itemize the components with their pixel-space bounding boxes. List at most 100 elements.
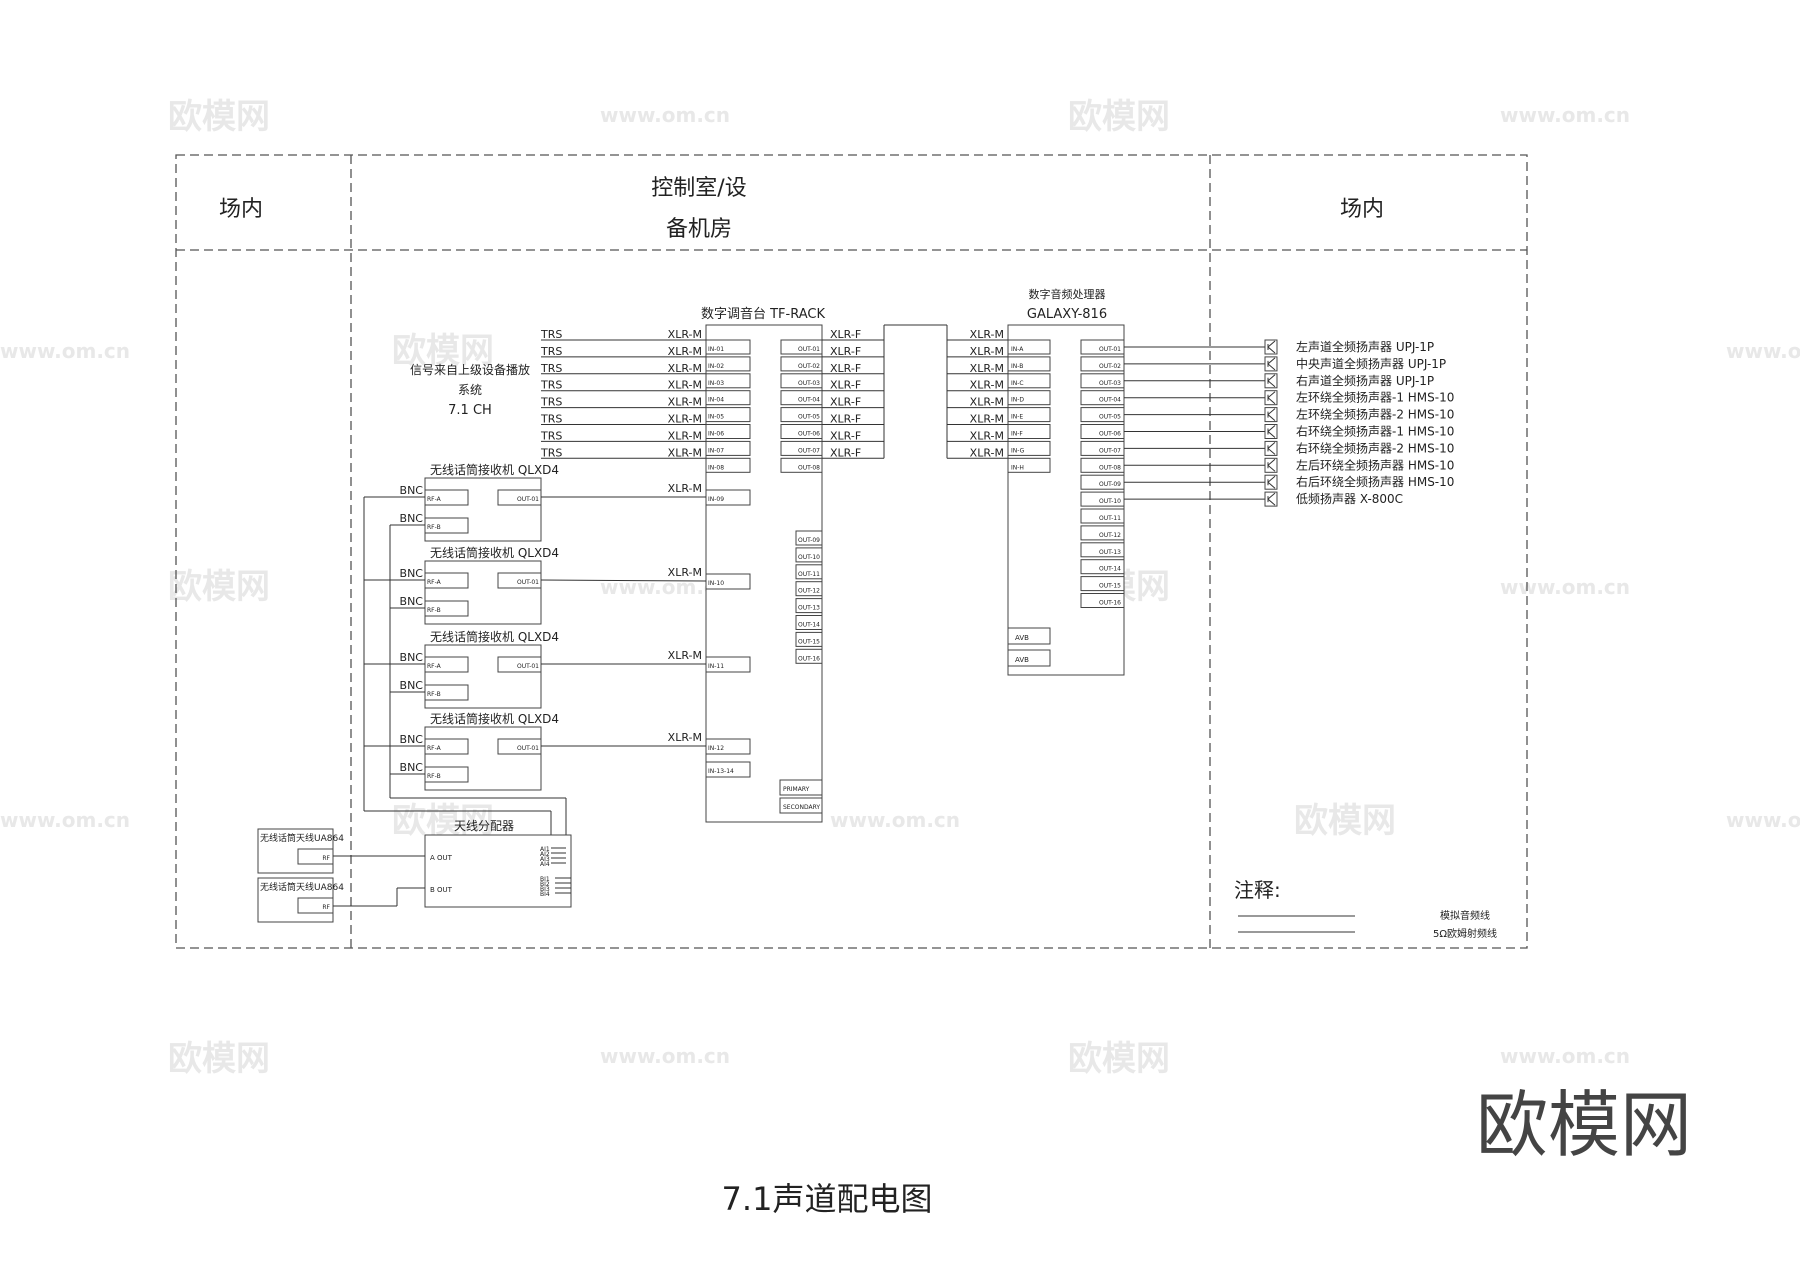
- antenna-title: 无线话筒天线UA864: [260, 832, 344, 844]
- mixer-output-port: [795, 547, 823, 563]
- processor-input-port: [1007, 356, 1051, 372]
- mixer-input-port: [705, 407, 751, 423]
- a-port-label: AI2: [540, 851, 550, 858]
- bnc-label: BNC: [400, 733, 424, 746]
- xlr-f-label: XLR-F: [830, 345, 861, 358]
- mixer-input-port: [705, 339, 751, 355]
- mixer-input-port: [705, 761, 751, 778]
- mixer-output-port: [780, 457, 823, 473]
- processor-output-label: OUT-05: [1099, 414, 1121, 421]
- processor-output-label: OUT-01: [1099, 346, 1121, 353]
- processor-input-port: [1007, 440, 1051, 456]
- mixer-input-label: IN-07: [708, 447, 724, 454]
- mixer-output-port: [780, 407, 823, 423]
- source-note: 7.1 CH: [448, 403, 492, 418]
- xlr-m-label: XLR-M: [668, 362, 702, 375]
- xlr-m-label: XLR-M: [970, 345, 1004, 358]
- mixer-output-port: [795, 581, 823, 597]
- watermark-url: www.om.cn: [0, 339, 130, 363]
- processor-input-label: IN-C: [1011, 380, 1024, 387]
- bnc-label: BNC: [400, 679, 424, 692]
- xlr-m-label: XLR-M: [970, 328, 1004, 341]
- processor-input-port: [1007, 457, 1051, 473]
- mixer-output-port: [795, 631, 823, 647]
- processor-output-label: OUT-03: [1099, 380, 1121, 387]
- processor-input-label: IN-G: [1011, 447, 1025, 454]
- zone-header-right: 场内: [1340, 197, 1384, 222]
- speaker-icon: [1264, 407, 1278, 423]
- speaker-icon: [1267, 391, 1276, 405]
- processor-output-label: OUT-06: [1099, 431, 1121, 438]
- bnc-label: BNC: [400, 484, 424, 497]
- watermark-logo: 欧模网: [1068, 97, 1170, 137]
- watermark-url: www.om.cn: [1500, 575, 1630, 599]
- mixer-output-label: OUT-01: [798, 346, 820, 353]
- processor-output-label: OUT-12: [1099, 532, 1121, 539]
- speaker-icon: [1264, 339, 1278, 355]
- mixer-input-label: IN-08: [708, 464, 724, 471]
- processor-output-label: OUT-10: [1099, 498, 1121, 505]
- rf-b-label: RF-B: [427, 607, 441, 614]
- a-out-label: A OUT: [430, 854, 453, 862]
- xlr-f-label: XLR-F: [830, 413, 861, 426]
- speaker-label: 右环绕全频扬声器-2 HMS-10: [1296, 440, 1454, 455]
- receiver-title: 无线话筒接收机 QLXD4: [430, 629, 559, 644]
- watermark-url: www.om.cn: [1500, 103, 1630, 127]
- receiver-output-label: OUT-01: [517, 663, 539, 670]
- secondary-port: [779, 797, 823, 814]
- mixer-title: 数字调音台 TF-RACK: [701, 306, 825, 322]
- xlr-f-label: XLR-F: [830, 396, 861, 409]
- trs-label: TRS: [540, 413, 562, 426]
- xlr-m-label: XLR-M: [668, 379, 702, 392]
- mixer-output-label: OUT-13: [798, 605, 820, 612]
- secondary-label: SECONDARY: [783, 804, 820, 811]
- mixer-input-label: IN-09: [708, 496, 724, 503]
- speaker-label: 左环绕全频扬声器-2 HMS-10: [1296, 407, 1454, 422]
- mixer-input-label: IN-04: [708, 397, 724, 404]
- zone-header-left: 场内: [219, 197, 263, 222]
- xlr-m-label: XLR-M: [668, 446, 702, 459]
- mixer-output-label: OUT-16: [798, 655, 820, 662]
- receiver-output-label: OUT-01: [517, 745, 539, 752]
- mixer-output-port: [780, 339, 823, 355]
- processor-input-port: [1007, 407, 1051, 423]
- source-note: 系统: [458, 383, 482, 397]
- mixer-output-label: OUT-10: [798, 554, 820, 561]
- mixer-input-label: IN-10: [708, 580, 724, 587]
- watermark-url: www.om.cn: [830, 808, 960, 832]
- mixer-output-label: OUT-15: [798, 638, 820, 645]
- bnc-label: BNC: [400, 567, 424, 580]
- rf-a-label: RF-A: [427, 579, 442, 586]
- xlr-m-label: XLR-M: [970, 446, 1004, 459]
- watermark-logo-large: 欧模网: [1476, 1083, 1692, 1167]
- processor-title: 数字音频处理器: [1029, 287, 1106, 301]
- mixer-input-label: IN-03: [708, 380, 724, 387]
- speaker-icon: [1267, 357, 1276, 371]
- mixer-input-label: IN-05: [708, 414, 724, 421]
- mixer-output-label: OUT-11: [798, 571, 820, 578]
- speaker-label: 右声道全频扬声器 UPJ-1P: [1296, 373, 1434, 388]
- mixer-input-label: IN-12: [708, 745, 724, 752]
- mixer-input-port: [705, 440, 751, 456]
- b-out-label: B OUT: [430, 886, 453, 894]
- b-port-label: BI1: [540, 876, 550, 883]
- receiver-output-label: OUT-01: [517, 579, 539, 586]
- processor-output-port: [1080, 559, 1125, 575]
- xlr-f-label: XLR-F: [830, 429, 861, 442]
- zone-header-middle: 备机房: [666, 217, 732, 242]
- speaker-icon: [1264, 373, 1278, 389]
- distributor-title: 天线分配器: [454, 819, 514, 833]
- rf-a-label: RF-A: [427, 745, 442, 752]
- antenna-rf-label: RF: [322, 855, 330, 862]
- speaker-label: 右环绕全频扬声器-1 HMS-10: [1296, 424, 1454, 439]
- mixer-input-port: [705, 457, 751, 473]
- trs-label: TRS: [540, 328, 562, 341]
- trs-label: TRS: [540, 379, 562, 392]
- rf-a-label: RF-A: [427, 496, 442, 503]
- mixer-output-port: [795, 615, 823, 630]
- avb-label: AVB: [1015, 634, 1029, 642]
- processor-input-label: IN-E: [1011, 414, 1023, 421]
- speaker-icon: [1264, 457, 1278, 473]
- notes-title: 注释:: [1234, 878, 1281, 902]
- mixer-output-port: [780, 390, 823, 406]
